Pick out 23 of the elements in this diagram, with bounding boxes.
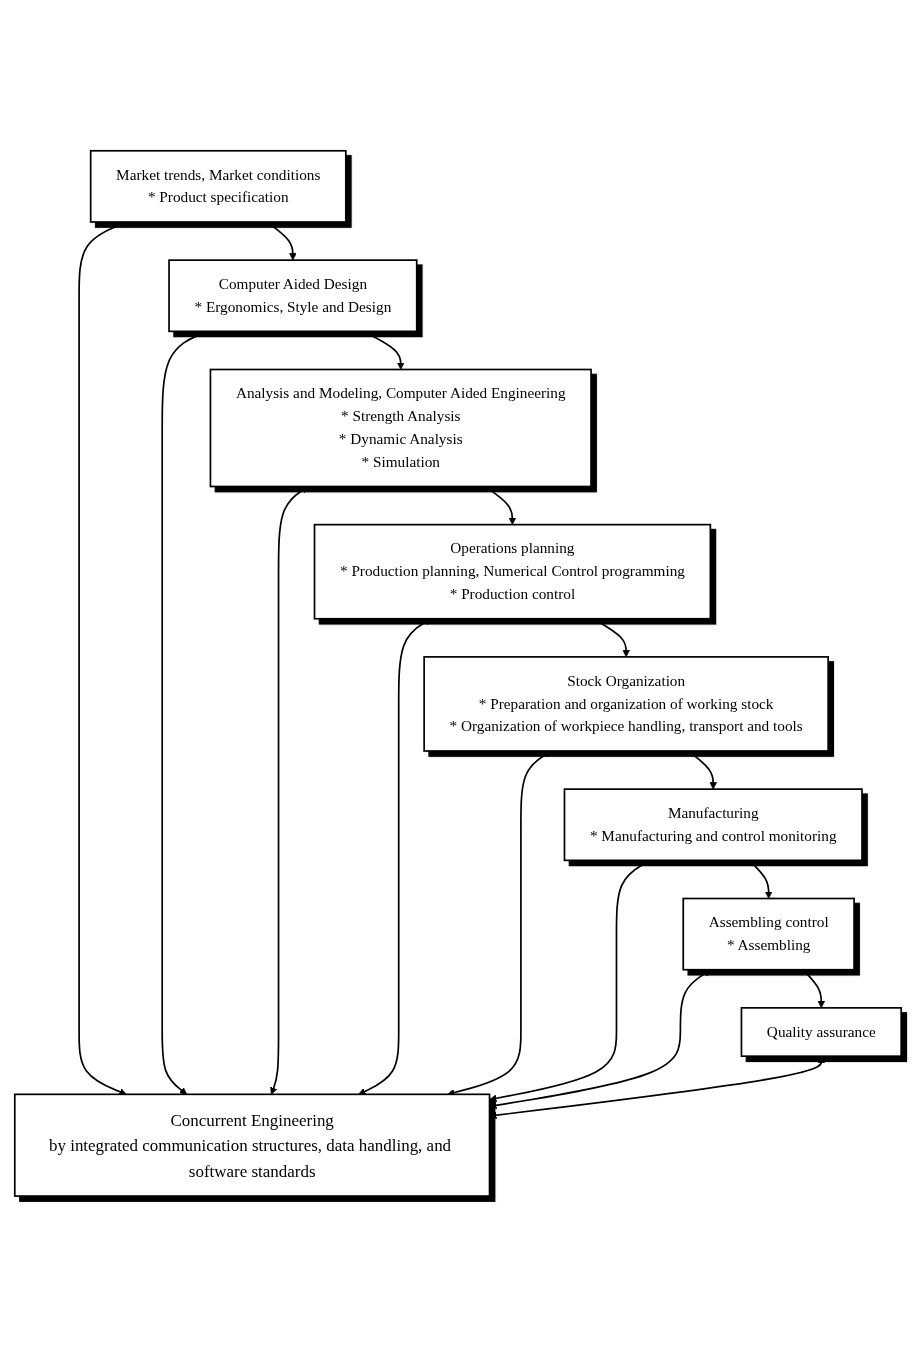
- node-box: Stock Organization * Preparation and organization of working stock * Organization of workpiece handling, transport and tools: [423, 655, 829, 752]
- arrow: [748, 859, 773, 899]
- arrow: [802, 968, 826, 1008]
- arrow: [489, 1055, 826, 1119]
- node-box: Market trends, Market conditions * Product specification: [89, 149, 347, 223]
- arrow: [78, 220, 128, 1095]
- arrow: [489, 859, 651, 1102]
- arrow: [161, 330, 208, 1095]
- node-box: Manufacturing * Manufacturing and control monitoring: [563, 787, 863, 861]
- node-box: Concurrent Engineering by integrated communication structures, data handling, and software standards: [13, 1093, 491, 1197]
- node-box: Quality assurance: [740, 1006, 903, 1057]
- arrow: [592, 617, 630, 657]
- node-box: Computer Aided Design * Ergonomics, Style and Design: [168, 258, 418, 332]
- arrow: [362, 330, 405, 370]
- arrow: [270, 485, 309, 1095]
- arrow: [266, 220, 297, 261]
- node-box: Assembling control * Assembling: [682, 897, 855, 971]
- arrow: [687, 749, 717, 790]
- arrow: [484, 485, 517, 525]
- arrow: [489, 969, 712, 1109]
- node-box: Analysis and Modeling, Computer Aided Engineering * Strength Analysis * Dynamic Analysis * Simulation: [209, 368, 592, 487]
- arrow: [358, 618, 432, 1095]
- node-box: Operations planning * Production planning, Numerical Control programming * Production control: [313, 523, 712, 620]
